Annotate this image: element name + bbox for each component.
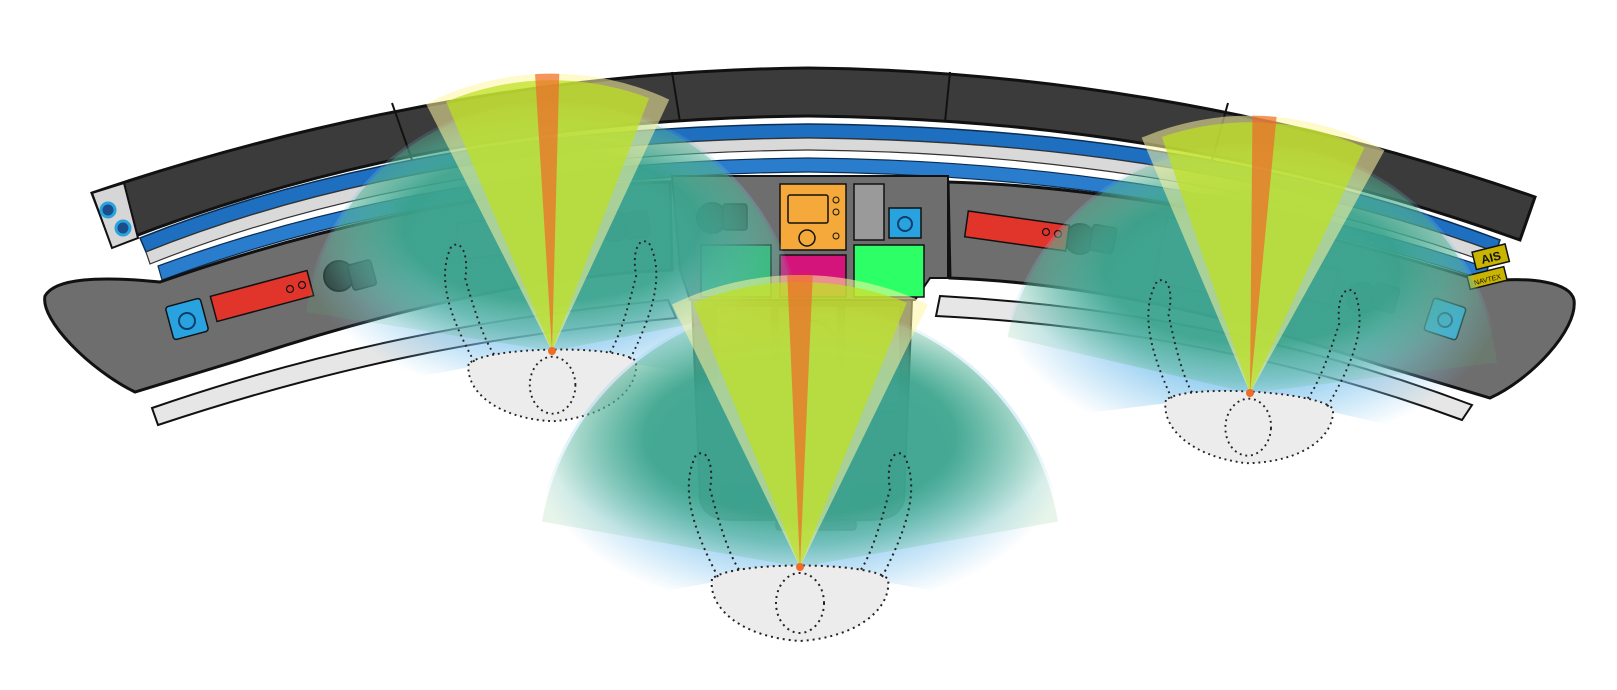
operator-head bbox=[1224, 397, 1272, 457]
operator-head bbox=[528, 355, 577, 415]
eye-point bbox=[548, 347, 556, 355]
operator-shoulders bbox=[710, 564, 890, 643]
left-blue-control-panel bbox=[165, 297, 209, 341]
eye-point bbox=[796, 563, 804, 571]
line-of-sight-beam bbox=[535, 73, 560, 352]
operator-zone-center bbox=[535, 274, 1066, 643]
operator-top-view-icon bbox=[1147, 279, 1361, 465]
grey-status-display bbox=[853, 183, 885, 241]
optimal-vision-cone bbox=[1161, 122, 1365, 394]
line-of-sight-beam bbox=[1250, 115, 1277, 393]
line-of-sight-beam bbox=[787, 275, 813, 567]
ais-unit: AIS bbox=[1471, 243, 1511, 271]
operator-head bbox=[775, 572, 825, 634]
navtex-unit: NAVTEX bbox=[1465, 265, 1509, 291]
left-speaker-pod bbox=[90, 181, 140, 250]
small-blue-panel bbox=[888, 207, 922, 239]
operator-shoulders bbox=[1164, 390, 1334, 465]
operator-top-view-icon bbox=[687, 452, 913, 643]
operator-zone-left bbox=[300, 73, 804, 423]
ais-label: AIS bbox=[1480, 249, 1503, 267]
eye-point bbox=[1246, 389, 1254, 397]
conning-display bbox=[779, 183, 847, 251]
operator-zone-right bbox=[998, 115, 1502, 465]
